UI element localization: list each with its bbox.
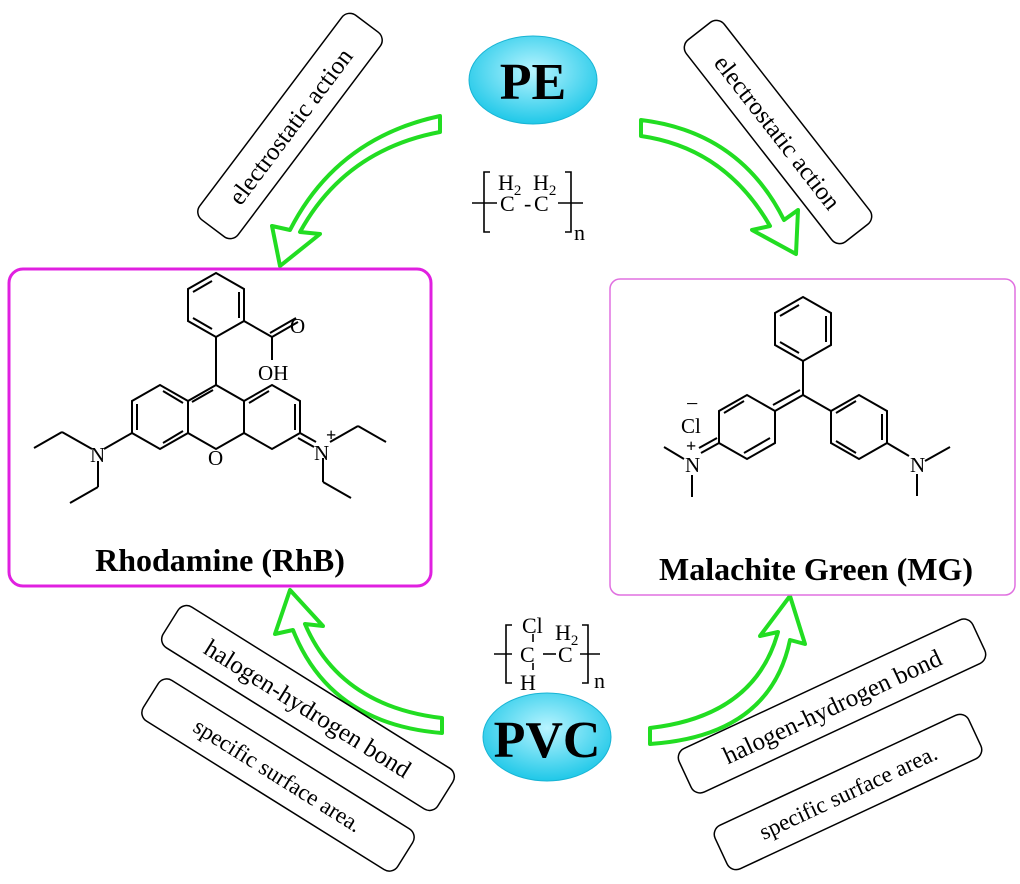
arrow-pe-to-mg [639, 118, 800, 256]
mg-structure [663, 295, 951, 497]
arrow-pvc-to-rhb [273, 588, 444, 735]
svg-text:H: H [520, 670, 536, 695]
svg-text:N: N [90, 443, 105, 467]
arrow-pvc-to-mg [648, 594, 807, 746]
svg-text:Cl: Cl [681, 414, 701, 438]
svg-text:O: O [208, 446, 223, 470]
svg-text:n: n [574, 220, 585, 245]
svg-text:−: − [686, 391, 698, 416]
svg-text:+: + [686, 436, 696, 456]
rhb-structure [33, 271, 387, 504]
svg-text:C: C [534, 191, 549, 216]
svg-text:OH: OH [258, 361, 288, 385]
pvc-repeat-unit: Cl C C H2 H n [494, 613, 605, 695]
rhb-card: Rhodamine (RhB) [7, 267, 433, 588]
svg-text:H2: H2 [533, 170, 556, 199]
pe-label: PE [500, 54, 566, 111]
pvc-label: PVC [494, 712, 601, 769]
svg-text:N: N [685, 453, 700, 477]
svg-text:-: - [524, 191, 531, 216]
mg-card: Malachite Green (MG) [609, 278, 1016, 596]
rhb-label: Rhodamine (RhB) [95, 542, 345, 578]
svg-text:H2: H2 [498, 170, 521, 199]
pvc-node: PVC [482, 692, 612, 782]
svg-text:n: n [594, 668, 605, 693]
arrow-pe-to-rhb [270, 114, 442, 268]
svg-text:N: N [910, 453, 925, 477]
svg-text:C: C [558, 642, 573, 667]
mg-label: Malachite Green (MG) [659, 551, 973, 587]
svg-text:C: C [520, 642, 535, 667]
svg-text:O: O [290, 314, 305, 338]
svg-text:Cl: Cl [522, 613, 543, 638]
pe-repeat-unit: H2 H2 C - C n [472, 170, 585, 245]
mechanism-text-pe-right: electrostatic action [708, 50, 845, 215]
svg-text:N: N [314, 441, 329, 465]
pe-node: PE [468, 35, 598, 125]
mechanism-text-pe-left: electrostatic action [224, 43, 359, 210]
svg-text:+: + [326, 425, 336, 445]
svg-text:C: C [500, 191, 515, 216]
svg-text:H2: H2 [555, 620, 578, 649]
mechanism-box-pe-left: electrostatic action [197, 12, 383, 240]
